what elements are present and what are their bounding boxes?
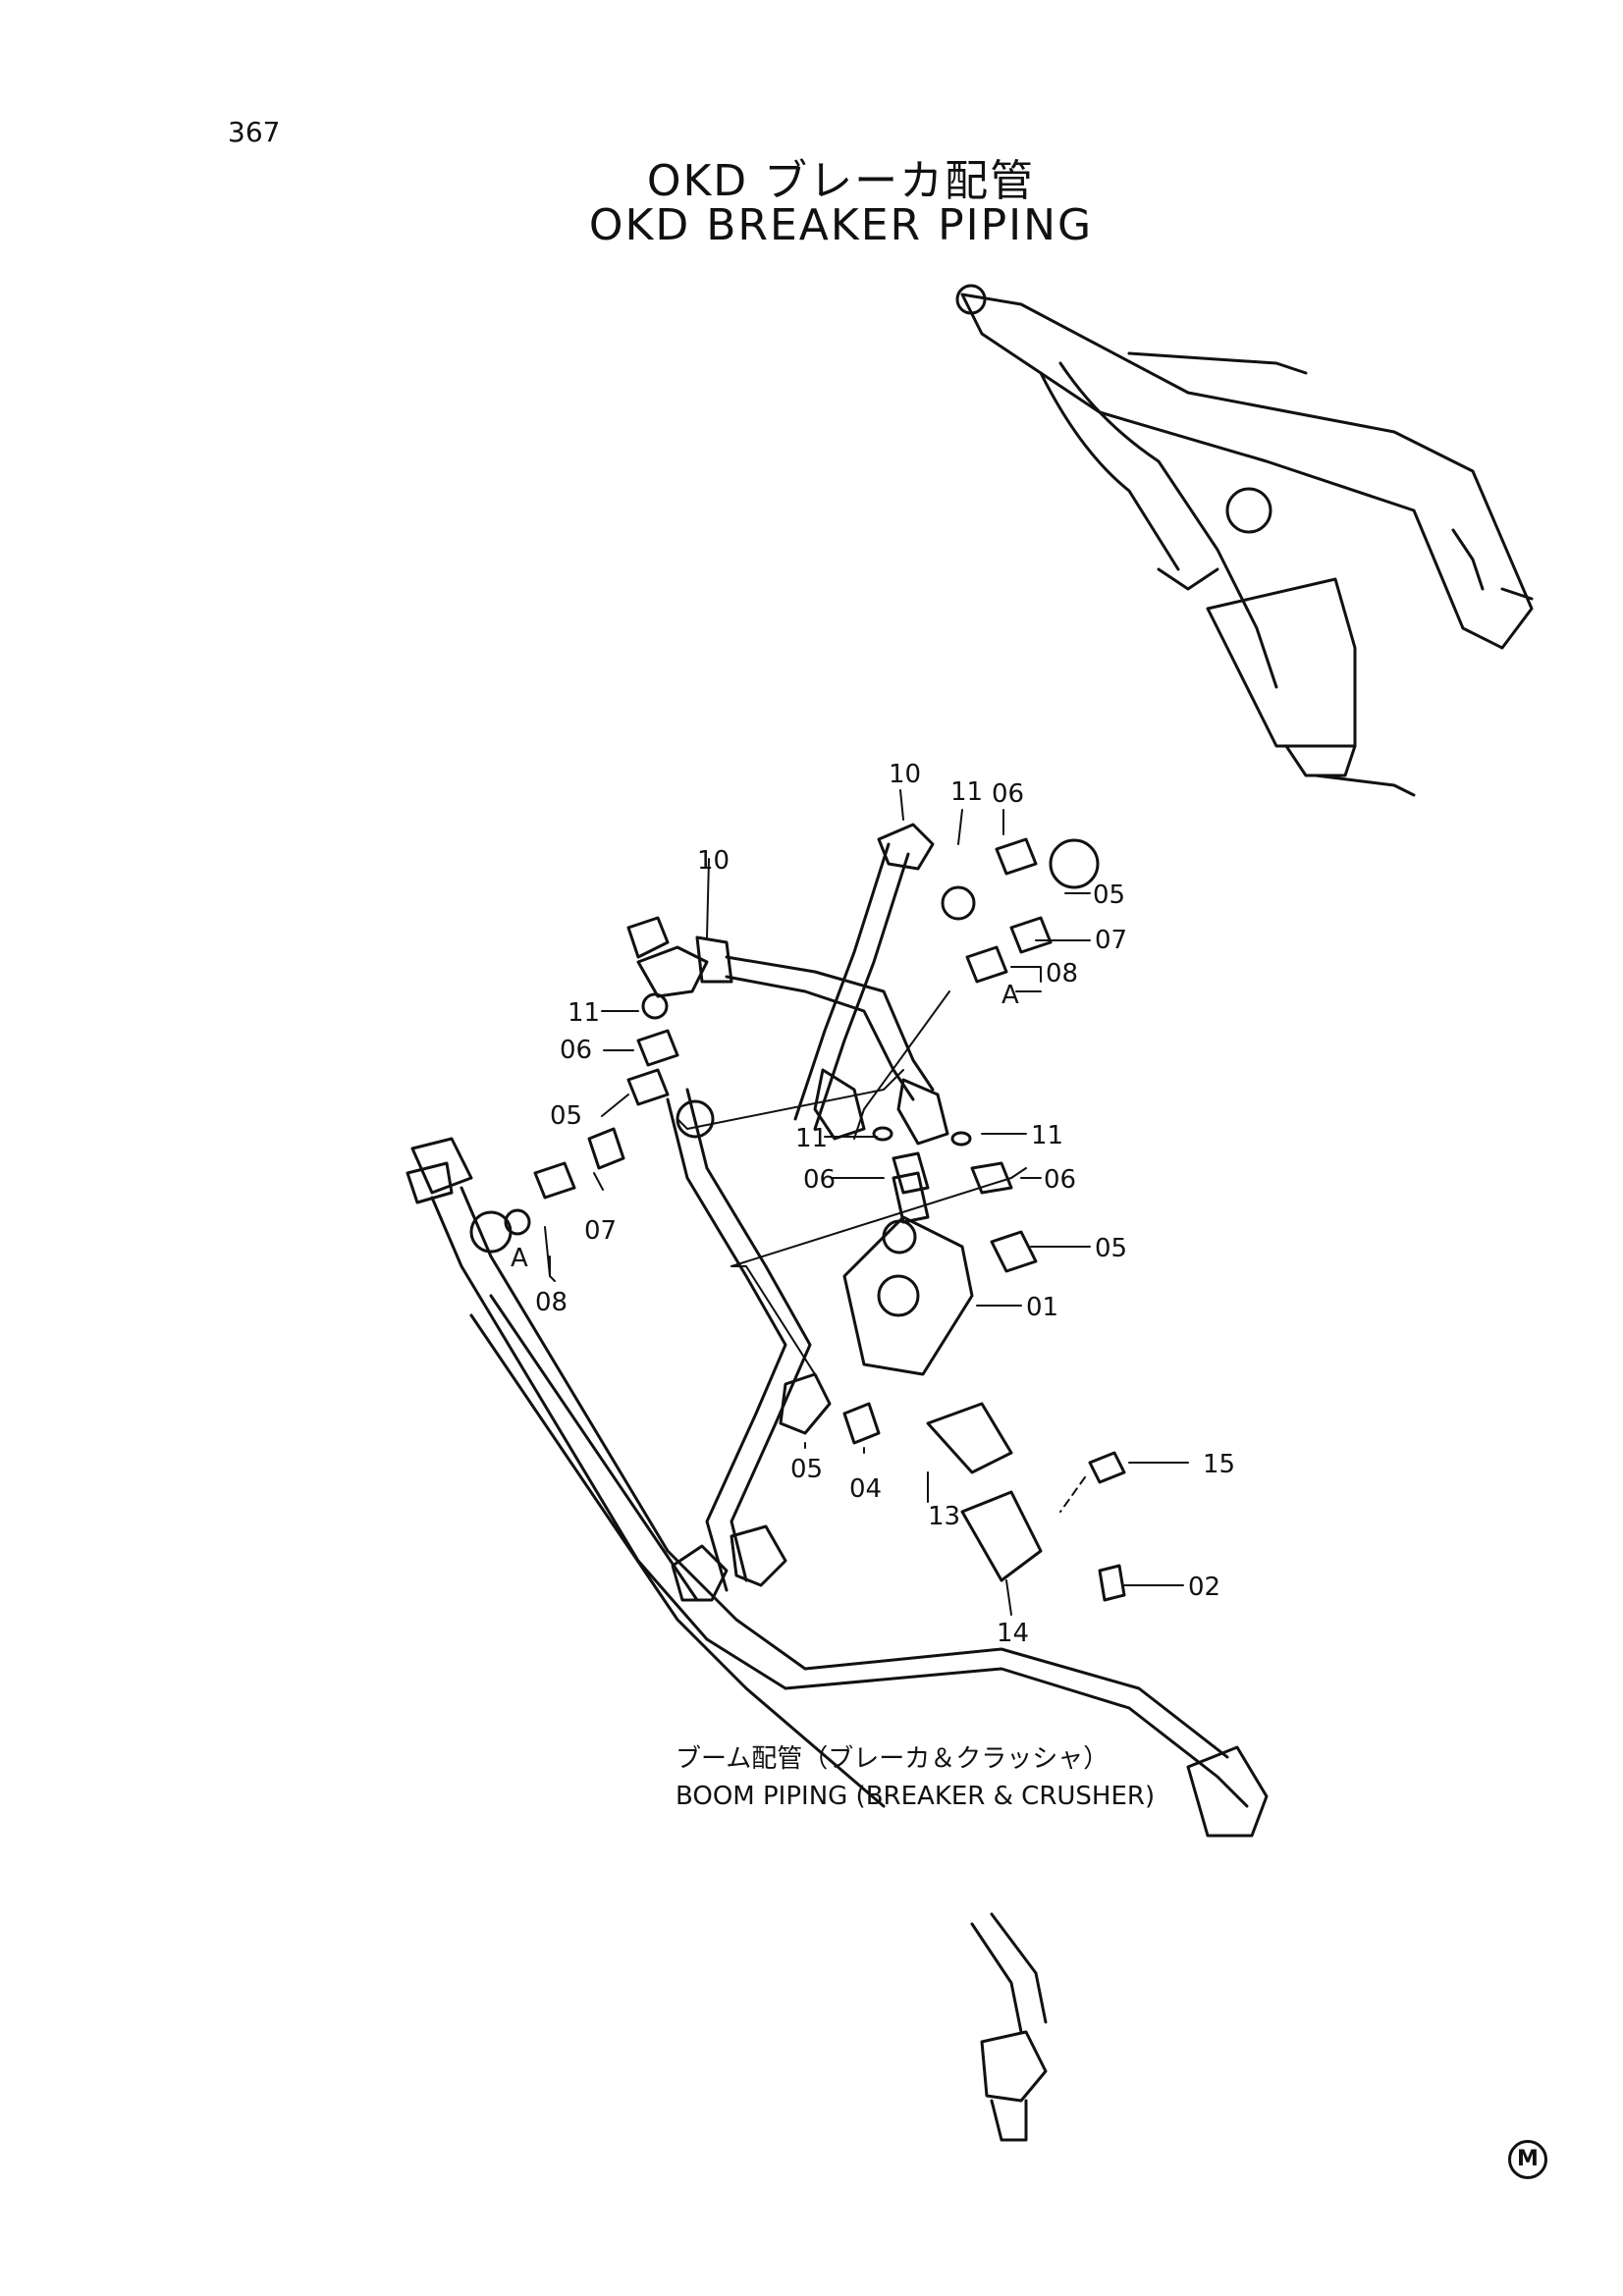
callout-11-right: 11	[1031, 1121, 1063, 1150]
callout-a-left: A	[511, 1244, 528, 1273]
page-number: 367	[228, 116, 281, 148]
title-japanese: OKD ブレーカ配管	[646, 156, 1036, 206]
callout-15: 15	[1203, 1450, 1235, 1479]
callout-05-right: 05	[1095, 1234, 1127, 1263]
callout-11-top: 11	[950, 777, 983, 807]
callout-04: 04	[849, 1474, 882, 1504]
callout-10-top: 10	[889, 760, 921, 789]
hydraulic-pipes	[406, 823, 1269, 2142]
callout-01: 01	[1026, 1293, 1058, 1322]
callout-a-right: A	[1001, 981, 1019, 1010]
callout-07-left: 07	[584, 1216, 617, 1246]
corner-mark: M	[1508, 2140, 1547, 2179]
callout-13: 13	[928, 1502, 960, 1531]
callout-08-right: 08	[1046, 959, 1078, 988]
boom-piping-label-jp: ブーム配管（ブレーカ＆クラッシャ）	[676, 1744, 1109, 1774]
callout-02: 02	[1188, 1573, 1220, 1602]
callout-05-left: 05	[550, 1101, 582, 1131]
excavator-boom-inset	[955, 284, 1534, 797]
callout-05-bottom: 05	[790, 1455, 823, 1484]
title-english: OKD BREAKER PIPING	[588, 200, 1094, 250]
callout-06-center: 06	[803, 1165, 836, 1195]
callout-05-top: 05	[1093, 881, 1125, 910]
callout-10-left: 10	[697, 846, 730, 876]
callout-08-left: 08	[535, 1288, 568, 1317]
callouts: 10 11 06 05 07 08 A 10 11 06 05 07 A 08 …	[511, 760, 1235, 1811]
callout-06-right: 06	[1044, 1165, 1076, 1195]
callout-06-top: 06	[992, 779, 1024, 809]
leader-lines	[544, 789, 1189, 1616]
boom-piping-label-en: BOOM PIPING (BREAKER & CRUSHER)	[676, 1782, 1155, 1811]
callout-11-center: 11	[795, 1124, 828, 1153]
callout-11-left: 11	[568, 998, 600, 1028]
callout-14: 14	[997, 1619, 1029, 1648]
callout-07-right: 07	[1095, 926, 1127, 955]
callout-06-left: 06	[560, 1036, 592, 1065]
valve-assembly	[504, 837, 1126, 1602]
